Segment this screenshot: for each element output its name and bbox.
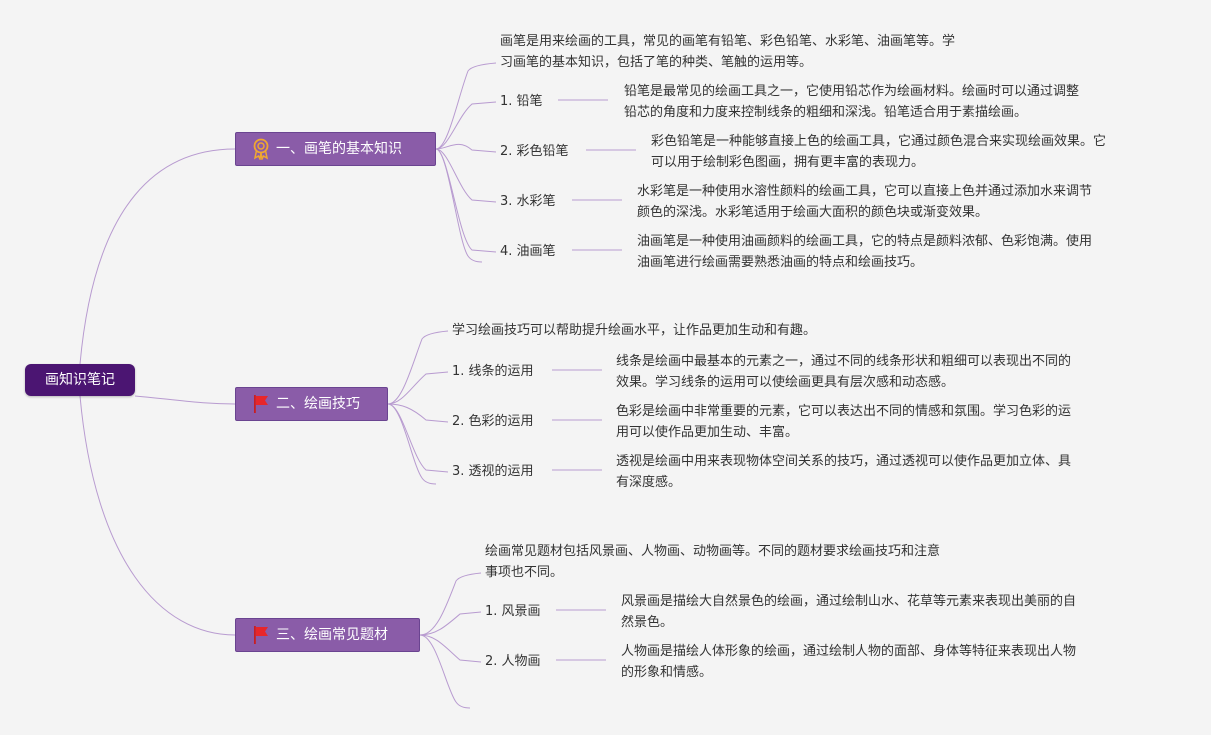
connector-line <box>419 611 482 636</box>
description-line: 铅芯的角度和力度来控制线条的粗细和深浅。铅笔适合用于素描绘画。 <box>624 105 1028 120</box>
description-line: 彩色铅笔是一种能够直接上色的绘画工具，它通过颜色混合来实现绘画效果。它 <box>651 134 1107 149</box>
connector-line <box>435 148 497 203</box>
description-line: 水彩笔是一种使用水溶性颜料的绘画工具，它可以直接上色并通过添加水来调节 <box>637 184 1093 199</box>
branch-node-1[interactable]: 一、画笔的基本知识 <box>235 132 436 166</box>
sub-topic-description: 人物画是描绘人体形象的绘画，通过绘制人物的面部、身体等特征来表现出人物的形象和情… <box>621 641 1076 683</box>
intro-line: 习画笔的基本知识，包括了笔的种类、笔触的运用等。 <box>500 55 813 70</box>
connector-line <box>387 403 437 485</box>
sub-topic-description: 水彩笔是一种使用水溶性颜料的绘画工具，它可以直接上色并通过添加水来调节颜色的深浅… <box>637 181 1092 223</box>
description-line: 风景画是描绘大自然景色的绘画，通过绘制山水、花草等元素来表现出美丽的自 <box>621 594 1077 609</box>
connector-line <box>435 148 483 263</box>
branch-intro: 画笔是用来绘画的工具，常见的画笔有铅笔、彩色铅笔、水彩笔、油画笔等。学习画笔的基… <box>500 31 955 73</box>
sub-topic-description: 色彩是绘画中非常重要的元素，它可以表达出不同的情感和氛围。学习色彩的运用可以使作… <box>616 401 1071 443</box>
description-line: 颜色的深浅。水彩笔适用于绘画大面积的颜色块或渐变效果。 <box>637 205 989 220</box>
description-line: 人物画是描绘人体形象的绘画，通过绘制人物的面部、身体等特征来表现出人物 <box>621 644 1077 659</box>
description-line: 色彩是绘画中非常重要的元素，它可以表达出不同的情感和氛围。学习色彩的运 <box>616 404 1072 419</box>
connector-line <box>387 330 449 405</box>
sub-topic-description: 彩色铅笔是一种能够直接上色的绘画工具，它通过颜色混合来实现绘画效果。它可以用于绘… <box>651 131 1106 173</box>
connector-line <box>419 572 482 636</box>
sub-topic-description: 铅笔是最常见的绘画工具之一，它使用铅芯作为绘画材料。绘画时可以通过调整铅芯的角度… <box>624 81 1079 123</box>
connector-line <box>419 634 482 663</box>
description-line: 油画笔是一种使用油画颜料的绘画工具，它的特点是颜料浓郁、色彩饱满。使用 <box>637 234 1093 249</box>
description-line: 有深度感。 <box>616 475 682 490</box>
branch-title: 三、绘画常见题材 <box>276 627 388 643</box>
red-flag-icon <box>250 393 272 415</box>
connector-line <box>79 395 236 636</box>
branch-intro: 学习绘画技巧可以帮助提升绘画水平，让作品更加生动和有趣。 <box>452 320 816 341</box>
description-line: 用可以使作品更加生动、丰富。 <box>616 425 799 440</box>
root-node[interactable]: 画知识笔记 <box>25 364 135 396</box>
red-flag-icon <box>250 624 272 646</box>
connector-line <box>134 395 236 405</box>
sub-topic-label[interactable]: 3. 水彩笔 <box>500 194 556 209</box>
sub-topic-label[interactable]: 2. 色彩的运用 <box>452 414 534 429</box>
branch-title: 一、画笔的基本知识 <box>276 141 402 157</box>
connector-line <box>387 403 449 423</box>
description-line: 效果。学习线条的运用可以使绘画更具有层次感和动态感。 <box>616 375 955 390</box>
connector-line <box>419 634 471 709</box>
connector-line <box>435 143 497 153</box>
description-line: 的形象和情感。 <box>621 665 713 680</box>
branch-node-3[interactable]: 三、绘画常见题材 <box>235 618 420 652</box>
connector-line <box>387 371 449 405</box>
branch-title: 二、绘画技巧 <box>276 396 360 412</box>
sub-topic-label[interactable]: 4. 油画笔 <box>500 244 556 259</box>
sub-topic-label[interactable]: 3. 透视的运用 <box>452 464 534 479</box>
sub-topic-description: 风景画是描绘大自然景色的绘画，通过绘制山水、花草等元素来表现出美丽的自然景色。 <box>621 591 1076 633</box>
intro-line: 学习绘画技巧可以帮助提升绘画水平，让作品更加生动和有趣。 <box>452 323 817 338</box>
intro-line: 事项也不同。 <box>485 565 564 580</box>
branch-intro: 绘画常见题材包括风景画、人物画、动物画等。不同的题材要求绘画技巧和注意事项也不同… <box>485 541 940 583</box>
award-ribbon-icon <box>250 138 272 160</box>
connector-line <box>79 148 236 365</box>
connector-line <box>435 101 497 150</box>
description-line: 油画笔进行绘画需要熟悉油画的特点和绘画技巧。 <box>637 255 924 270</box>
sub-topic-description: 油画笔是一种使用油画颜料的绘画工具，它的特点是颜料浓郁、色彩饱满。使用油画笔进行… <box>637 231 1092 273</box>
description-line: 可以用于绘制彩色图画，拥有更丰富的表现力。 <box>651 155 925 170</box>
sub-topic-label[interactable]: 2. 彩色铅笔 <box>500 144 569 159</box>
description-line: 然景色。 <box>621 615 674 630</box>
intro-line: 绘画常见题材包括风景画、人物画、动物画等。不同的题材要求绘画技巧和注意 <box>485 544 941 559</box>
description-line: 线条是绘画中最基本的元素之一，通过不同的线条形状和粗细可以表现出不同的 <box>616 354 1072 369</box>
sub-topic-description: 线条是绘画中最基本的元素之一，通过不同的线条形状和粗细可以表现出不同的效果。学习… <box>616 351 1071 393</box>
connector-line <box>435 62 497 150</box>
branch-node-2[interactable]: 二、绘画技巧 <box>235 387 388 421</box>
sub-topic-label[interactable]: 1. 铅笔 <box>500 94 543 109</box>
description-line: 透视是绘画中用来表现物体空间关系的技巧，通过透视可以使作品更加立体、具 <box>616 454 1072 469</box>
description-line: 铅笔是最常见的绘画工具之一，它使用铅芯作为绘画材料。绘画时可以通过调整 <box>624 84 1080 99</box>
intro-line: 画笔是用来绘画的工具，常见的画笔有铅笔、彩色铅笔、水彩笔、油画笔等。学 <box>500 34 956 49</box>
sub-topic-label[interactable]: 1. 线条的运用 <box>452 364 534 379</box>
sub-topic-label[interactable]: 2. 人物画 <box>485 654 541 669</box>
sub-topic-description: 透视是绘画中用来表现物体空间关系的技巧，通过透视可以使作品更加立体、具有深度感。 <box>616 451 1071 493</box>
sub-topic-label[interactable]: 1. 风景画 <box>485 604 541 619</box>
